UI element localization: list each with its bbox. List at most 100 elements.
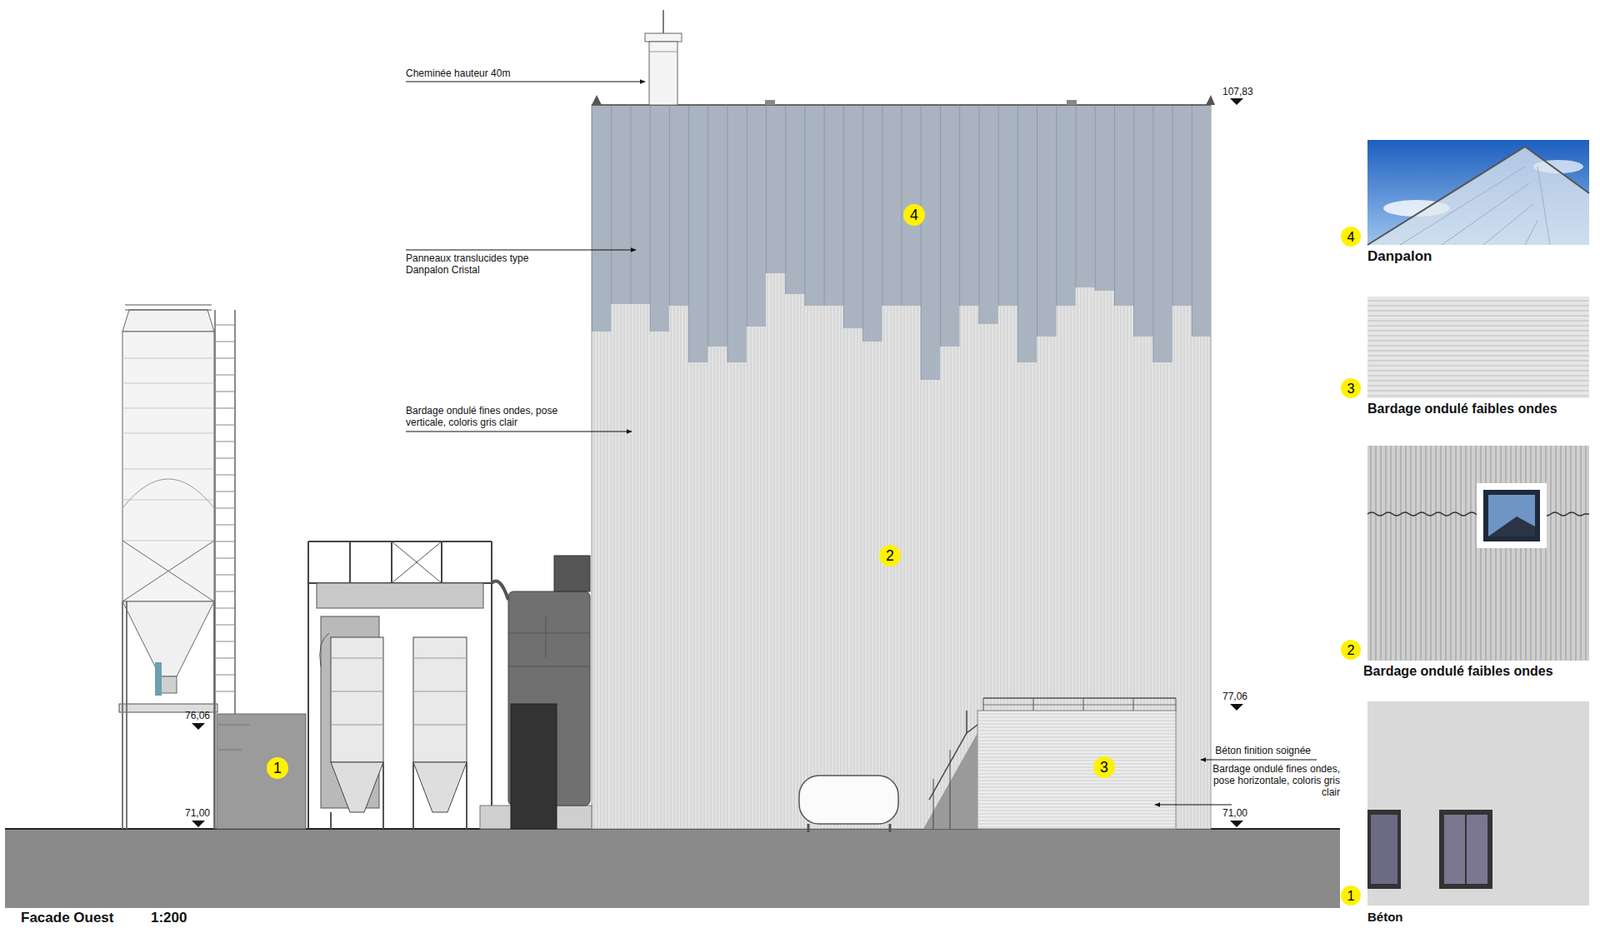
annotation: Bardage ondulé fines ondes, pose horizon…	[1206, 763, 1340, 799]
sample-concrete	[1444, 815, 1488, 885]
sample-vertical-cladding	[1488, 516, 1535, 537]
sample-concrete	[1367, 810, 1401, 890]
level-markers	[1230, 98, 1244, 105]
main-building	[765, 100, 775, 105]
main-building	[591, 104, 1211, 106]
sample-horizontal-cladding	[1367, 296, 1590, 399]
leader-lines	[1200, 760, 1317, 761]
chimney	[645, 33, 682, 42]
annotation: Béton finition soignée	[1185, 745, 1311, 757]
sample-concrete	[1367, 701, 1590, 906]
sample-vertical-cladding	[1483, 490, 1540, 542]
leader-lines	[405, 250, 636, 251]
annex	[983, 697, 1176, 700]
process-equipment	[330, 762, 467, 830]
scale-label: 1:200	[150, 910, 187, 927]
ground	[5, 829, 1340, 909]
process-equipment	[330, 762, 384, 813]
sample-label: Bardage ondulé faibles ondes	[1363, 663, 1554, 680]
level-markers	[191, 820, 205, 828]
process-equipment	[330, 637, 384, 763]
sample-danpalon	[1367, 146, 1590, 245]
process-equipment	[320, 633, 330, 667]
annotation: Bardage ondulé fines ondes, pose vertica…	[405, 405, 569, 429]
main-building	[591, 95, 1215, 830]
main-building	[591, 105, 1211, 380]
chimney	[662, 10, 665, 34]
callout-number: 3	[1093, 756, 1115, 779]
leader-lines	[1155, 805, 1232, 806]
process-equipment	[330, 658, 384, 725]
main-building	[1066, 100, 1077, 105]
leader-lines	[405, 81, 1317, 805]
process-equipment	[491, 581, 509, 601]
annex	[923, 733, 978, 830]
leader-lines	[405, 431, 632, 433]
process-equipment	[554, 555, 590, 592]
sample-label: Bardage ondulé faibles ondes	[1367, 400, 1558, 417]
callout-number: 1	[266, 757, 289, 780]
annex	[929, 710, 978, 800]
annotation: Cheminée hauteur 40m	[405, 67, 510, 80]
level-markers	[1230, 820, 1244, 828]
drawing-title: Facade Ouest	[20, 910, 115, 927]
tank	[799, 775, 899, 825]
silo	[122, 479, 215, 509]
sample-label: Béton	[1367, 910, 1404, 925]
annex	[977, 710, 1176, 830]
sample-vertical-cladding	[1488, 495, 1535, 537]
sample-danpalon	[1367, 140, 1590, 245]
level-value: 107,83	[1222, 85, 1254, 98]
process-equipment	[508, 616, 590, 667]
level-markers	[1230, 704, 1244, 711]
level-value: 71,00	[1222, 807, 1248, 820]
process-equipment	[413, 637, 467, 763]
sample-concrete	[1465, 815, 1467, 885]
sample-concrete	[1367, 701, 1590, 906]
annex	[933, 750, 950, 830]
annex	[983, 705, 1176, 706]
silo	[122, 601, 215, 830]
level-markers	[191, 723, 205, 730]
sample-label: Danpalon	[1367, 248, 1432, 265]
leader-lines	[405, 81, 645, 83]
concrete-block	[216, 714, 306, 830]
silo	[215, 325, 235, 692]
silo	[122, 540, 215, 602]
sample-danpalon	[1367, 140, 1590, 245]
callout-number: 3	[1340, 378, 1361, 399]
ground	[5, 829, 1340, 909]
process-equipment	[510, 704, 557, 830]
sample-horizontal-cladding	[1367, 296, 1590, 399]
annotation: Panneaux translucides type Danpalon Cris…	[405, 252, 544, 276]
level-value: 76,06	[185, 710, 210, 722]
callout-number: 2	[1340, 640, 1361, 660]
process-equipment	[391, 541, 442, 584]
level-value: 71,00	[185, 807, 210, 820]
concrete-block	[216, 714, 306, 830]
silo	[155, 662, 162, 696]
sample-vertical-cladding	[1367, 445, 1590, 661]
process-equipment	[413, 658, 467, 725]
silo	[122, 601, 215, 677]
tank	[799, 775, 899, 833]
sample-concrete	[1370, 815, 1398, 885]
callout-number: 1	[1340, 885, 1361, 906]
level-value: 77,06	[1222, 690, 1248, 703]
sample-vertical-cladding	[1367, 445, 1590, 661]
process-equipment	[316, 583, 484, 609]
sample-danpalon	[1367, 146, 1590, 245]
silo	[160, 676, 177, 694]
callout-number: 4	[903, 204, 925, 226]
callout-number: 2	[879, 545, 901, 567]
annex	[923, 698, 1176, 830]
process-equipment	[308, 541, 492, 830]
callout-number: 4	[1340, 226, 1361, 247]
chimney	[649, 51, 678, 53]
silo	[125, 305, 212, 310]
process-equipment	[308, 541, 592, 830]
tank	[808, 824, 890, 833]
silo	[122, 358, 215, 541]
